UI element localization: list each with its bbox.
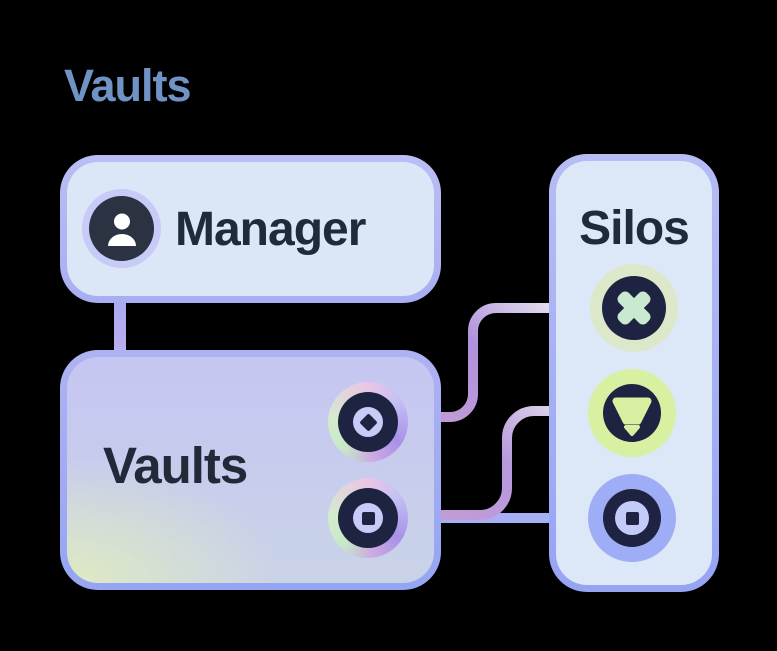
connector-vaults-to-silo-2 bbox=[438, 406, 556, 520]
diamond-coin-icon bbox=[328, 382, 408, 462]
manager-box: Manager bbox=[60, 155, 441, 303]
square-coin-icon bbox=[328, 478, 408, 558]
avatar bbox=[82, 189, 161, 268]
target-token-icon bbox=[588, 474, 676, 562]
cross-token-icon bbox=[590, 264, 678, 352]
funnel-token-icon bbox=[588, 369, 676, 457]
silos-label: Silos bbox=[579, 202, 690, 255]
connector-vaults-to-silo-1 bbox=[438, 303, 556, 422]
manager-label: Manager bbox=[175, 202, 366, 256]
silos-box: Silos bbox=[549, 154, 719, 592]
page-title: Vaults bbox=[64, 60, 192, 111]
vaults-box: Vaults bbox=[60, 350, 441, 590]
vaults-label: Vaults bbox=[103, 437, 248, 494]
person-icon bbox=[89, 196, 154, 261]
